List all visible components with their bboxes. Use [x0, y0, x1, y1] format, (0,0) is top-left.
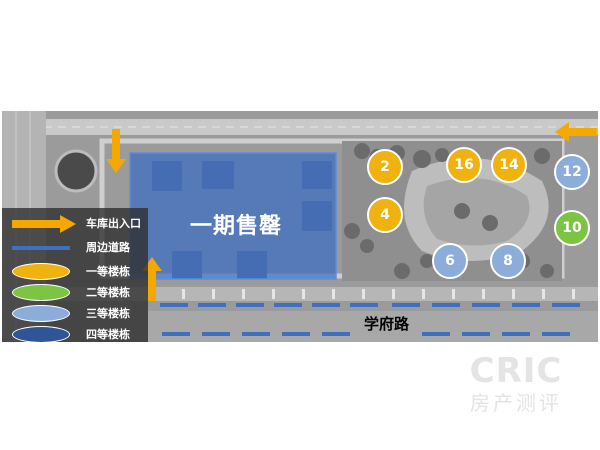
- ellipse-icon: [12, 305, 70, 322]
- legend-item-tier1: 一等楼栋: [2, 262, 148, 282]
- legend-label: 四等楼栋: [86, 328, 130, 341]
- building-marker-4[interactable]: 4: [367, 197, 403, 233]
- legend-item-roads: 周边道路: [2, 238, 148, 258]
- legend-label: 周边道路: [86, 241, 130, 254]
- building-number: 16: [454, 157, 474, 173]
- road-name-label: 学府路: [364, 315, 410, 333]
- road-dashes-upper: [160, 303, 580, 307]
- building-number: 14: [499, 157, 519, 173]
- building-number: 6: [445, 253, 455, 269]
- legend-item-tier2: 二等楼栋: [2, 283, 148, 303]
- legend-label: 二等楼栋: [86, 286, 130, 299]
- watermark-sub-text: 房产测评: [470, 391, 562, 415]
- ellipse-icon: [12, 326, 70, 343]
- map-legend: 车库出入口 周边道路 一等楼栋 二等楼栋 三等楼栋 四等楼栋: [2, 208, 148, 345]
- building-number: 4: [380, 207, 390, 223]
- garage-arrow-top: [112, 129, 120, 165]
- road-dash-icon: [12, 246, 70, 250]
- arrow-icon: [12, 215, 76, 233]
- legend-item-tier3: 三等楼栋: [2, 304, 148, 324]
- legend-label: 三等楼栋: [86, 307, 130, 320]
- building-marker-2[interactable]: 2: [367, 149, 403, 185]
- watermark-main-text: CRIC: [469, 351, 563, 391]
- building-number: 10: [562, 220, 582, 236]
- garage-arrow-bottom: [148, 271, 156, 301]
- building-marker-8[interactable]: 8: [490, 243, 526, 279]
- watermark-logo: CRIC 房产测评: [456, 352, 576, 416]
- building-marker-16[interactable]: 16: [446, 147, 482, 183]
- legend-label: 车库出入口: [86, 217, 141, 230]
- building-number: 8: [503, 253, 513, 269]
- building-marker-6[interactable]: 6: [432, 243, 468, 279]
- building-marker-14[interactable]: 14: [491, 147, 527, 183]
- building-marker-10[interactable]: 10: [554, 210, 590, 246]
- ellipse-icon: [12, 284, 70, 301]
- ellipse-icon: [12, 263, 70, 280]
- legend-item-garage-entrance: 车库出入口: [2, 214, 148, 234]
- legend-item-tier4: 四等楼栋: [2, 325, 148, 345]
- building-marker-12[interactable]: 12: [554, 154, 590, 190]
- building-number: 2: [380, 159, 390, 175]
- sold-out-phase-label: 一期售罄: [190, 214, 283, 239]
- road-dashes-lower: [162, 332, 570, 336]
- building-number: 12: [562, 164, 582, 180]
- garage-arrow-right: [567, 128, 597, 136]
- legend-label: 一等楼栋: [86, 265, 130, 278]
